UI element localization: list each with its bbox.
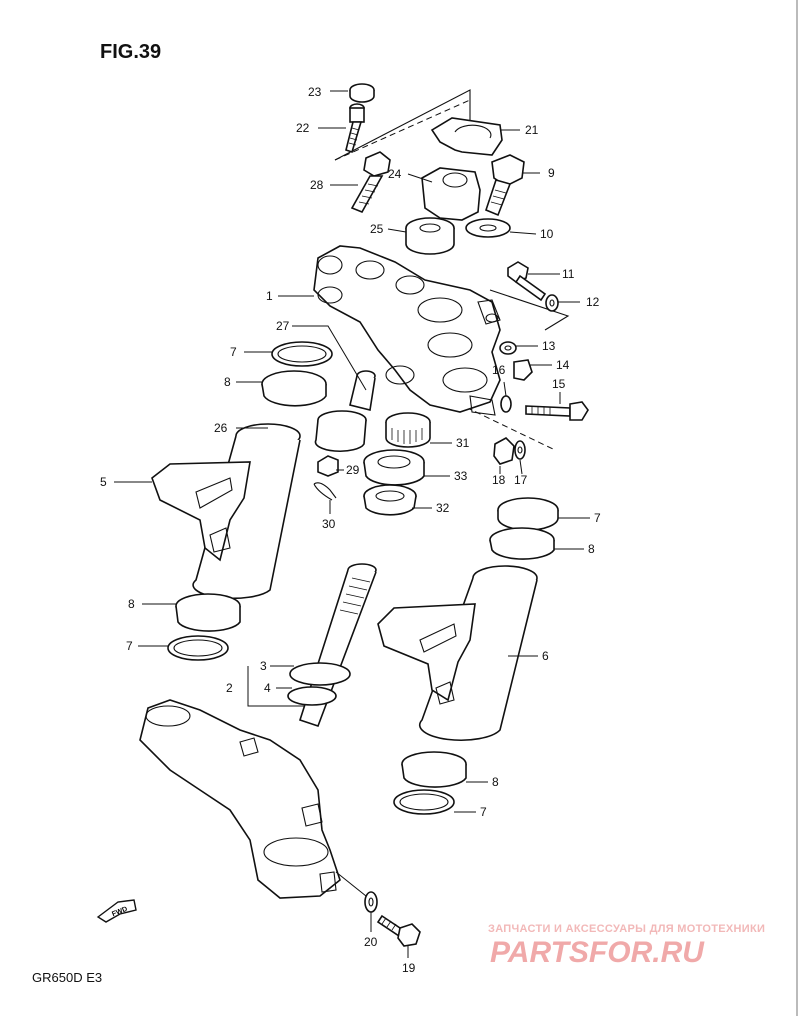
part-6-right-bracket — [377, 565, 538, 742]
callout-labels: 23 22 21 24 9 28 25 10 11 1 12 27 13 7 1… — [100, 85, 601, 975]
part-12-washer — [545, 294, 559, 312]
part-20-washer — [364, 891, 378, 913]
part-33-bearing — [363, 449, 425, 486]
callout-8-upper-right: 8 — [588, 542, 595, 556]
callout-8-lower-right: 8 — [492, 775, 499, 789]
part-27-stem-tube — [349, 370, 376, 411]
callout-9: 9 — [548, 166, 555, 180]
part-1-upper-bracket — [313, 245, 501, 416]
part-23-cap — [349, 83, 375, 103]
callout-20: 20 — [364, 935, 378, 949]
callout-7-upper-left: 7 — [230, 345, 237, 359]
part-8-cover-ring-upper-left — [261, 370, 327, 407]
part-7-seal-ring-upper-right — [497, 497, 559, 531]
part-21-handlebar-clamp — [430, 117, 503, 156]
callout-28: 28 — [310, 178, 324, 192]
part-32-race — [363, 484, 417, 516]
callout-8-lower-left: 8 — [128, 597, 135, 611]
model-code: GR650D E3 — [32, 970, 102, 985]
callout-4: 4 — [264, 681, 271, 695]
callout-6: 6 — [542, 649, 549, 663]
part-3-dust-seal — [289, 662, 351, 686]
callout-18: 18 — [492, 473, 506, 487]
watermark: ЗАПЧАСТИ И АКСЕССУАРЫ ДЛЯ МОТОТЕХНИКИ PA… — [488, 923, 765, 969]
part-5-left-bracket — [151, 423, 301, 600]
callout-24: 24 — [388, 167, 402, 181]
callout-16: 16 — [492, 363, 506, 377]
callout-11: 11 — [562, 267, 575, 281]
callout-23: 23 — [308, 85, 322, 99]
callout-8-upper-left: 8 — [224, 375, 231, 389]
part-18-cap-nut — [493, 437, 515, 465]
part-7-seal-ring-lower-right — [393, 789, 455, 815]
part-8-cover-ring-upper-right — [489, 527, 555, 560]
callout-7-upper-right: 7 — [594, 511, 601, 525]
watermark-tagline: ЗАПЧАСТИ И АКСЕССУАРЫ ДЛЯ МОТОТЕХНИКИ — [488, 923, 765, 935]
callout-15: 15 — [552, 377, 566, 391]
part-8-cover-ring-lower-right — [401, 751, 467, 788]
part-19-bolt — [376, 914, 421, 947]
callout-3: 3 — [260, 659, 267, 673]
callout-2: 2 — [226, 681, 233, 695]
part-7-seal-ring-lower-left — [167, 635, 229, 661]
part-9-bolt — [485, 154, 525, 217]
part-2-steering-stem-lower-bracket — [139, 563, 377, 899]
fwd-arrow-icon: FWD — [96, 899, 137, 923]
callout-7-lower-right: 7 — [480, 805, 487, 819]
part-4-bearing — [287, 686, 337, 706]
callout-12: 12 — [586, 295, 600, 309]
callout-32: 32 — [436, 501, 450, 515]
part-25-bush — [405, 217, 455, 255]
part-15-bolt — [525, 401, 589, 421]
callout-13: 13 — [542, 339, 556, 353]
part-16-washer — [500, 395, 512, 413]
part-22-bolt — [345, 103, 365, 154]
part-29-nut — [317, 455, 339, 477]
part-11-bolt — [507, 261, 547, 302]
leader-lines — [114, 90, 590, 958]
callout-21: 21 — [525, 123, 539, 137]
part-31-nut — [385, 412, 431, 448]
part-24-handlebar-holder — [421, 167, 481, 221]
part-26-sleeve — [314, 410, 367, 453]
callout-1: 1 — [266, 289, 273, 303]
part-17-washer — [514, 440, 526, 460]
part-14-cap-nut — [513, 359, 533, 381]
part-7-seal-ring-upper-left — [271, 341, 333, 367]
part-28-bolt — [350, 151, 391, 214]
figure-title: FIG.39 — [100, 41, 161, 63]
callout-31: 31 — [456, 436, 470, 450]
callout-25: 25 — [370, 222, 384, 236]
callout-5: 5 — [100, 475, 107, 489]
callout-19: 19 — [402, 961, 416, 975]
part-30-cotter-pin — [313, 482, 337, 501]
callout-27: 27 — [276, 319, 290, 333]
callout-33: 33 — [454, 469, 468, 483]
callout-30: 30 — [322, 517, 336, 531]
callout-29: 29 — [346, 463, 360, 477]
callout-26: 26 — [214, 421, 228, 435]
watermark-logo: PARTSFOR.RU — [490, 936, 705, 969]
callout-14: 14 — [556, 358, 570, 372]
part-8-cover-ring-lower-left — [175, 593, 241, 632]
callout-10: 10 — [540, 227, 554, 241]
part-10-washer — [465, 218, 511, 238]
part-13-nut — [499, 341, 517, 355]
callout-17: 17 — [514, 473, 528, 487]
callout-22: 22 — [296, 121, 310, 135]
callout-7-lower-left: 7 — [126, 639, 133, 653]
